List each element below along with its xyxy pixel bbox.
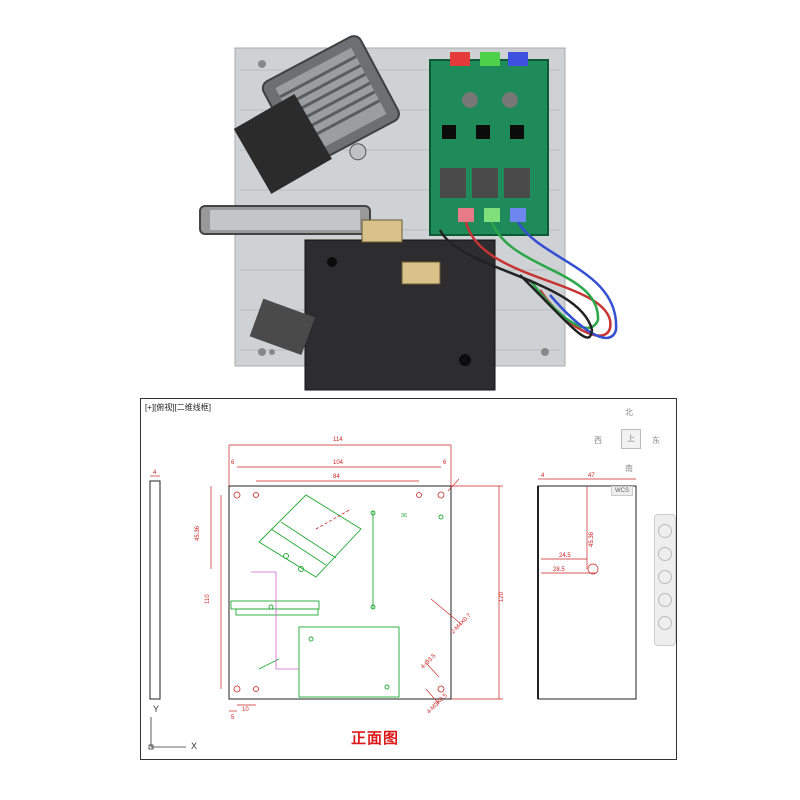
pcb-outline	[298, 626, 400, 698]
tape-sensor	[361, 219, 403, 243]
compass-south[interactable]: 南	[625, 464, 633, 473]
pan-icon[interactable]	[658, 524, 672, 538]
steering-wheel-icon[interactable]	[658, 616, 672, 630]
mounting-holes	[233, 491, 445, 693]
dim-6b: 6	[443, 460, 447, 466]
dim-120: 120	[499, 591, 505, 602]
dim-5: 5	[231, 715, 235, 721]
side-dim-4: 4	[541, 473, 545, 479]
zoom-icon[interactable]	[658, 547, 672, 561]
axis-x-label: X	[191, 741, 198, 751]
showmotion-icon[interactable]	[658, 593, 672, 607]
dim-84: 84	[333, 474, 340, 480]
left-side-profile	[149, 480, 161, 700]
product-photo	[199, 35, 618, 391]
rail-shape	[230, 600, 320, 610]
mirror-bracket	[233, 93, 332, 194]
hole-note-1: 2-M4X0.7	[450, 612, 473, 635]
dim-36: 36	[401, 513, 407, 519]
dim-114: 114	[333, 437, 343, 443]
dim-104: 104	[333, 460, 344, 466]
dim-left-4: 4	[153, 470, 157, 476]
cad-drawing-panel: [+][俯视][二维线框] 4 114 104 8	[140, 398, 677, 760]
hole-note-3: 4-M3X0.5	[426, 692, 449, 715]
axis-y-label: Y	[153, 704, 160, 714]
viewport-label[interactable]: [+][俯视][二维线框]	[145, 403, 212, 412]
ucs-axes	[148, 717, 186, 750]
side-dim-4536: 45.36	[589, 531, 595, 547]
side-dim-285: 28.5	[553, 567, 565, 573]
side-dim-245: 24.5	[559, 553, 571, 559]
compass-west[interactable]: 西	[594, 436, 602, 445]
orbit-icon[interactable]	[658, 570, 672, 584]
front-plate-outline	[228, 485, 452, 700]
motor-mount-shape	[258, 494, 362, 578]
lower-bracket	[249, 298, 316, 356]
view-caption: 正面图	[351, 729, 400, 747]
view-cube-top[interactable]: 上	[621, 429, 641, 449]
wcs-menu[interactable]: WCS	[611, 486, 633, 496]
side-dim-47: 47	[588, 473, 595, 479]
dim-6a: 6	[231, 460, 235, 466]
dim-110: 110	[205, 594, 211, 604]
dim-10: 10	[242, 707, 249, 713]
dim-4536: 45.36	[195, 525, 201, 541]
compass-east[interactable]: 东	[652, 436, 660, 445]
hole-note-2: 4-Ø3.5	[420, 653, 438, 671]
compass-north[interactable]: 北	[625, 408, 633, 417]
driver-pcb	[429, 59, 549, 236]
cad-drawing: 4 114 104 84 6 6 45.36 110 1	[148, 437, 637, 750]
navigation-bar[interactable]	[654, 514, 676, 646]
